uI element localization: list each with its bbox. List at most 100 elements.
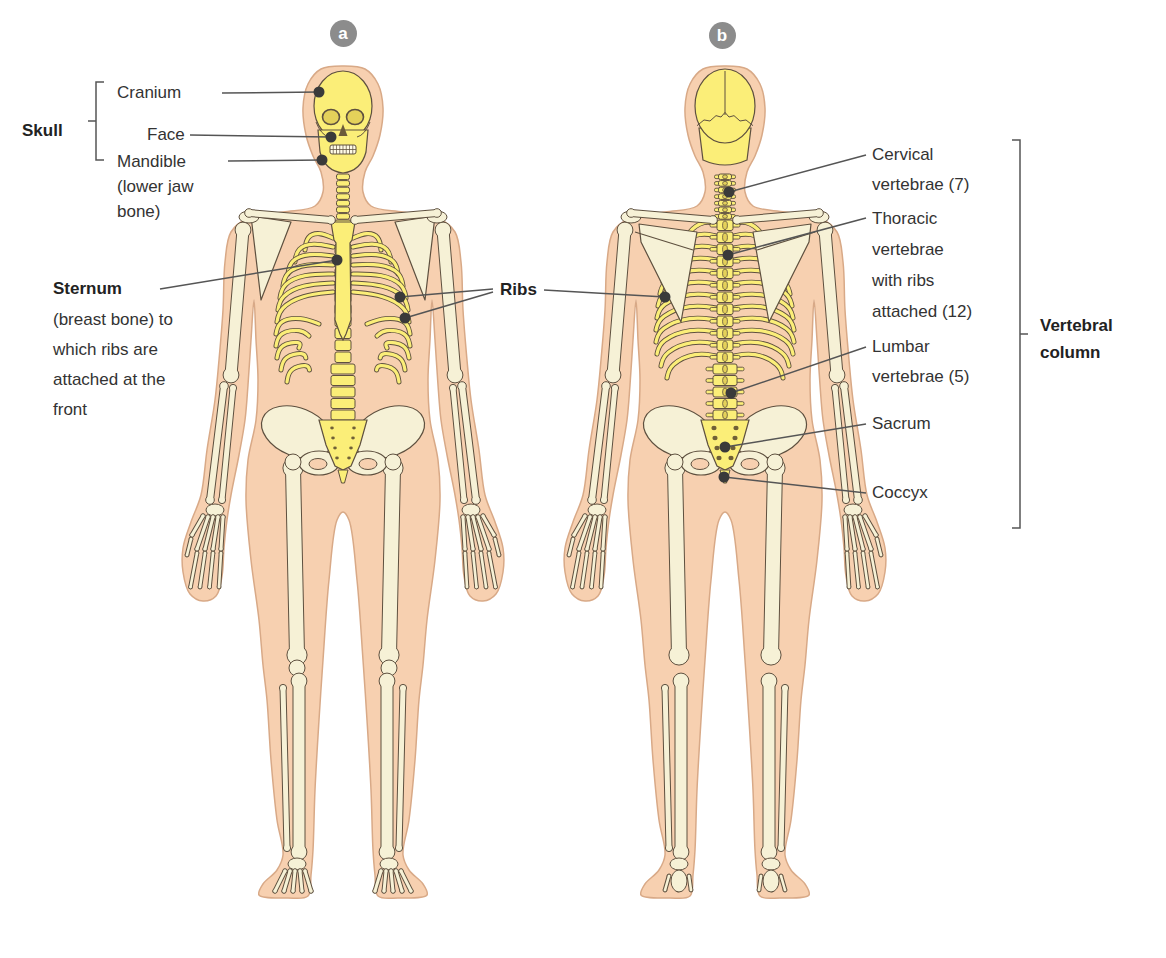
nasal-cavity — [339, 124, 348, 136]
toe — [275, 871, 285, 891]
vertebra — [717, 280, 733, 291]
radius-outline — [592, 386, 606, 500]
leader-line — [228, 160, 322, 161]
obturator-foramen — [691, 459, 709, 470]
label-anchor: Thoracic vertebrae with ribs attached (1… — [872, 203, 976, 327]
sacral-foramen — [352, 427, 356, 430]
vertebra — [331, 376, 355, 386]
heading-label: Skull — [22, 119, 63, 143]
humerus — [613, 230, 625, 375]
metacarpal — [603, 517, 605, 549]
metacarpal-outline — [221, 517, 223, 549]
part-label: Lumbar vertebrae (5) — [872, 332, 976, 392]
sacral-foramen — [331, 437, 335, 440]
thumb — [483, 516, 494, 535]
clavicle — [355, 213, 437, 220]
sacral-foramen — [732, 436, 737, 440]
toe — [759, 876, 761, 890]
vertebra — [717, 340, 733, 351]
phalanx — [592, 553, 596, 587]
vertebra — [337, 194, 350, 200]
phalanx — [219, 553, 221, 587]
skull-bracket — [88, 82, 104, 160]
phalanx — [481, 553, 486, 587]
panel-letter: a — [338, 25, 347, 42]
toe-outline — [384, 871, 386, 891]
thumb-tip — [877, 539, 881, 555]
tibia — [382, 681, 393, 852]
eye-socket — [347, 110, 364, 125]
spinous-process — [723, 365, 728, 373]
leader-line — [724, 477, 866, 493]
toe-outline — [781, 876, 785, 890]
phalanx — [601, 553, 603, 587]
vertebra — [335, 352, 351, 363]
phalanx-outline — [489, 553, 496, 587]
sacral-foramen — [349, 447, 353, 450]
rib — [734, 354, 783, 378]
lambdoid-suture — [697, 112, 753, 125]
acetabulum — [667, 454, 683, 470]
femur-outline — [293, 468, 297, 655]
acetabulum — [385, 454, 401, 470]
toe — [305, 871, 311, 891]
leader-line — [160, 260, 337, 289]
pointer-dot — [726, 388, 737, 399]
vertebra — [331, 364, 355, 374]
transverse-process — [715, 182, 736, 186]
vertebra — [719, 207, 732, 213]
obturator-foramen — [359, 459, 377, 470]
body-outline — [182, 66, 504, 898]
metacarpal-outline — [463, 517, 465, 549]
toe — [781, 876, 785, 890]
part-label: Coccyx — [872, 481, 928, 505]
toe-outline — [293, 871, 295, 891]
clavicle-outline — [737, 213, 819, 220]
phalanx-outline — [219, 553, 221, 587]
phalanx-outline — [582, 553, 587, 587]
bite-line — [330, 149, 356, 150]
part-label: Cervical vertebrae (7) — [872, 140, 976, 200]
fibula-outline — [781, 688, 785, 848]
tibia — [676, 681, 687, 852]
heading-label: Vertebral column — [1040, 312, 1150, 366]
vertebra — [337, 214, 350, 220]
spinous-process — [723, 175, 728, 179]
fibula — [665, 688, 669, 848]
thumb — [865, 516, 876, 535]
ankle — [762, 858, 780, 870]
sacral-foramen — [712, 436, 717, 440]
thumb-outline — [865, 516, 876, 535]
brackets — [88, 82, 1028, 528]
part-label: Face — [147, 123, 185, 147]
humerus — [443, 230, 455, 375]
vertebra — [717, 352, 733, 363]
scapula — [753, 224, 811, 322]
transverse-process — [715, 215, 736, 219]
radius — [592, 386, 606, 500]
label-anchor: Lumbar vertebrae (5) — [872, 332, 976, 392]
radius-outline — [210, 386, 224, 500]
tibia-outline — [381, 681, 394, 852]
part-label: Cranium — [117, 81, 181, 105]
sacral-foramen — [714, 446, 719, 450]
spinous-process — [723, 305, 728, 314]
toe — [689, 876, 691, 890]
vertebra — [713, 364, 737, 374]
vertebra — [717, 268, 733, 279]
scapula-spine — [635, 232, 693, 250]
rib-outline — [667, 354, 716, 378]
body-outline — [564, 66, 886, 898]
acetabulum — [285, 454, 301, 470]
leader-line — [190, 135, 331, 137]
rib — [667, 354, 716, 378]
pointer-dot — [395, 292, 406, 303]
phalanx-outline — [465, 553, 467, 587]
phalanx-outline — [855, 553, 859, 587]
spinous-process — [723, 269, 728, 278]
toe-outline — [375, 871, 381, 891]
thumb-tip-outline — [187, 539, 191, 555]
toe-outline — [275, 871, 285, 891]
tibia — [294, 681, 305, 852]
